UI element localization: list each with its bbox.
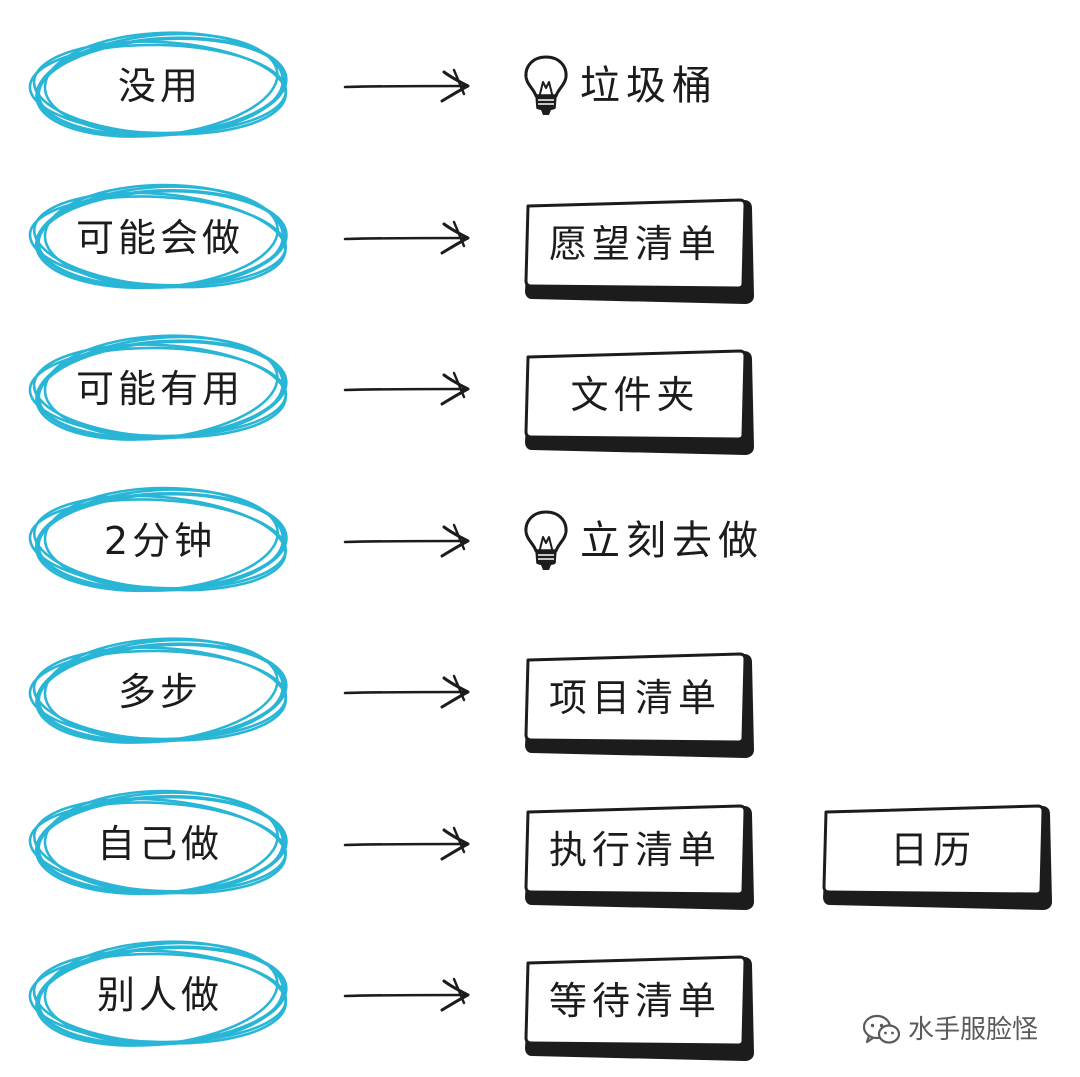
input-category-label: 2分钟 (103, 518, 217, 563)
calendar-label: 日历 (889, 827, 976, 872)
destination-box: 文件夹 (522, 347, 758, 459)
hand-drawn-ellipse (28, 31, 288, 138)
wechat-icon (862, 1014, 901, 1044)
input-category-label: 没用 (117, 64, 202, 108)
destination-label: 等待清单 (548, 979, 721, 1023)
input-category-label: 多步 (117, 670, 202, 714)
input-category-label: 可能会做 (75, 215, 244, 260)
watermark-text: 水手服脸怪 (908, 1015, 1039, 1045)
input-category-label: 自己做 (96, 821, 223, 866)
input-category-label: 别人做 (96, 973, 223, 1017)
destination-box: 执行清单 (522, 802, 758, 914)
flow-row: 多步 项目清单 (0, 616, 1080, 768)
destination-label: 愿望清单 (548, 221, 721, 266)
hand-drawn-ellipse (28, 334, 288, 441)
flow-row: 2分钟 立刻去做 (0, 465, 1080, 617)
watermark: 水手服脸怪 (862, 1006, 1062, 1054)
lightbulb-icon (524, 510, 568, 570)
arrow-icon (343, 977, 470, 1012)
flow-row: 自己做 执行清单 日历 (0, 768, 1080, 920)
arrow-icon (343, 220, 470, 254)
flow-row: 可能有用 文件夹 (0, 313, 1080, 465)
destination-box: 等待清单 (522, 953, 758, 1065)
destination-label: 执行清单 (548, 827, 721, 872)
destination-box: 项目清单 (522, 650, 758, 762)
hand-drawn-ellipse (28, 940, 288, 1047)
destination-label: 立刻去做 (580, 517, 764, 564)
input-category-label: 可能有用 (75, 367, 244, 411)
lightbulb-icon (524, 55, 568, 115)
destination-box: 愿望清单 (522, 196, 758, 308)
calendar-box: 日历 (820, 802, 1056, 914)
flow-row: 没用 垃圾桶 (0, 10, 1080, 162)
destination-label: 项目清单 (548, 676, 721, 720)
arrow-icon (343, 826, 470, 860)
flow-row: 可能会做 愿望清单 (0, 162, 1080, 314)
arrow-icon (343, 371, 470, 406)
hand-drawn-ellipse (28, 486, 288, 592)
destination-label: 文件夹 (570, 373, 700, 417)
hand-drawn-ellipse (28, 789, 288, 895)
destination-label: 垃圾桶 (580, 63, 718, 109)
flow-row: 别人做 等待清单 (0, 919, 1080, 1071)
arrow-icon (343, 674, 470, 709)
arrow-icon (343, 68, 470, 103)
arrow-icon (343, 523, 470, 557)
hand-drawn-ellipse (28, 183, 288, 289)
hand-drawn-ellipse (28, 637, 288, 744)
